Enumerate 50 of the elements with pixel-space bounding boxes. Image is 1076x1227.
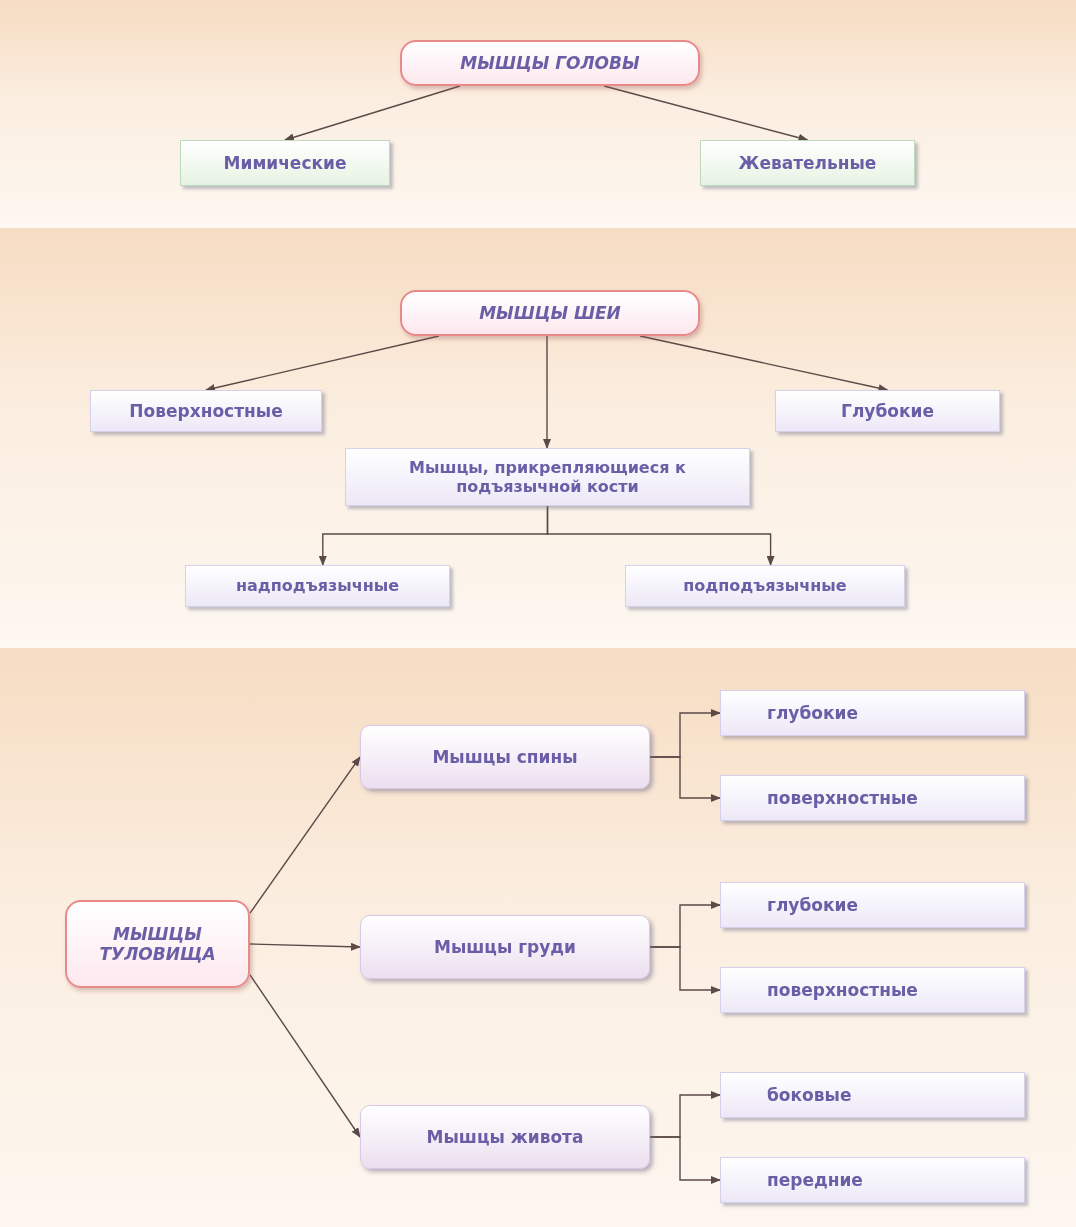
node-label: Мышцы груди (434, 936, 576, 958)
node-label: поверхностные (767, 787, 918, 809)
category-box (185, 565, 450, 607)
arrow (249, 756, 361, 914)
node-label: глубокие (767, 894, 858, 916)
heading-box (65, 900, 250, 988)
arrow (249, 974, 361, 1138)
category-box (720, 1157, 1025, 1203)
category-box (360, 1105, 650, 1169)
category-box (720, 967, 1025, 1013)
arrow (543, 335, 551, 449)
node-label: боковые (767, 1084, 852, 1106)
category-box (775, 390, 1000, 432)
arrow (649, 946, 721, 994)
arrow (639, 335, 889, 392)
node-label: Мышцы спины (432, 746, 578, 768)
category-box (360, 725, 650, 789)
node-label: МЫШЦЫ ГОЛОВЫ (460, 52, 640, 74)
node-label: надподъязычные (235, 576, 400, 596)
node-label: МЫШЦЫ ШЕИ (479, 302, 621, 324)
node-label: глубокие (767, 702, 858, 724)
arrow (284, 85, 461, 142)
node-label: МЫШЦЫ ТУЛОВИЩА (98, 923, 217, 965)
node-label: поверхностные (767, 979, 918, 1001)
heading-box (400, 290, 700, 336)
arrow (205, 335, 440, 392)
category-box (720, 882, 1025, 928)
arrow (546, 505, 775, 566)
node-label: Мышцы, прикрепляющиеся к подъязычной кости (408, 457, 687, 497)
category-box (700, 140, 915, 186)
category-box (720, 775, 1025, 821)
node-label: Поверхностные (129, 400, 283, 422)
arrow (649, 756, 721, 802)
node-label: подподъязычные (683, 576, 847, 596)
category-box (180, 140, 390, 186)
category-box (625, 565, 905, 607)
arrow (249, 942, 361, 951)
category-box (720, 1072, 1025, 1118)
category-box (360, 915, 650, 979)
arrow (603, 85, 809, 142)
node-label: Глубокие (841, 400, 934, 422)
category-box (720, 690, 1025, 736)
node-label: Мимические (223, 152, 347, 174)
node-label: Мышцы живота (426, 1126, 584, 1148)
category-box (345, 448, 750, 506)
arrow (649, 1136, 721, 1184)
node-label: передние (767, 1169, 863, 1191)
category-box (90, 390, 322, 432)
node-label: Жевательные (738, 152, 877, 174)
heading-box (400, 40, 700, 86)
